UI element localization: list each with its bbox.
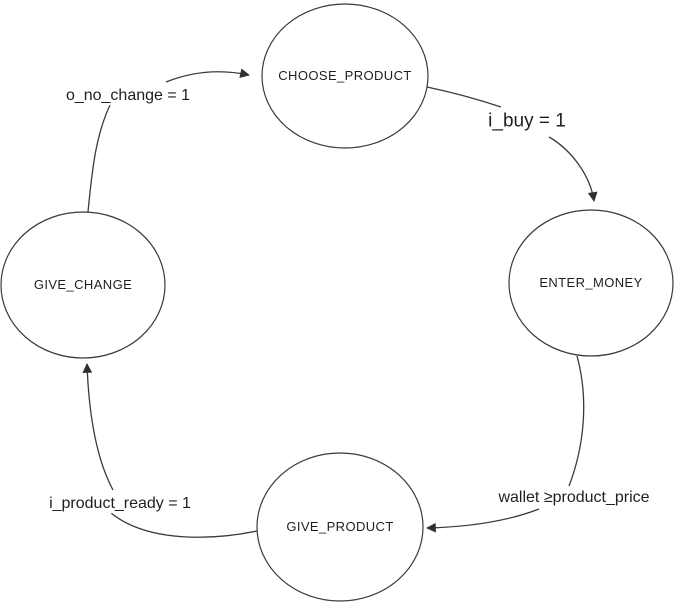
transition-arrow-give-change-to-choose-product-tail: [87, 100, 113, 213]
transition-arrow-give-product-to-give-change-tail: [110, 512, 258, 538]
transition-arrow-give-change-to-choose-product-head: [165, 68, 250, 83]
transition-arrow-choose-product-to-enter-money-head: [548, 136, 598, 202]
transition-arrow-enter-money-to-give-product-head: [426, 508, 540, 533]
transition-arrow-give-product-to-give-change-head: [82, 363, 114, 491]
transition-arrow-choose-product-to-enter-money-tail: [426, 86, 502, 108]
state-label-give-change: GIVE_CHANGE: [31, 276, 135, 293]
state-label-enter-money: ENTER_MONEY: [537, 274, 645, 291]
transition-label-o-no-change: o_no_change = 1: [63, 87, 193, 105]
transition-label-i-buy: i_buy = 1: [486, 110, 568, 133]
state-label-choose-product: CHOOSE_PRODUCT: [276, 67, 414, 84]
transition-label-i-product-ready: i_product_ready = 1: [47, 495, 193, 513]
transition-arrow-enter-money-to-give-product-tail: [568, 355, 585, 487]
state-label-give-product: GIVE_PRODUCT: [284, 518, 396, 535]
transition-label-wallet-ge-product-price: wallet ≥product_price: [496, 489, 652, 507]
